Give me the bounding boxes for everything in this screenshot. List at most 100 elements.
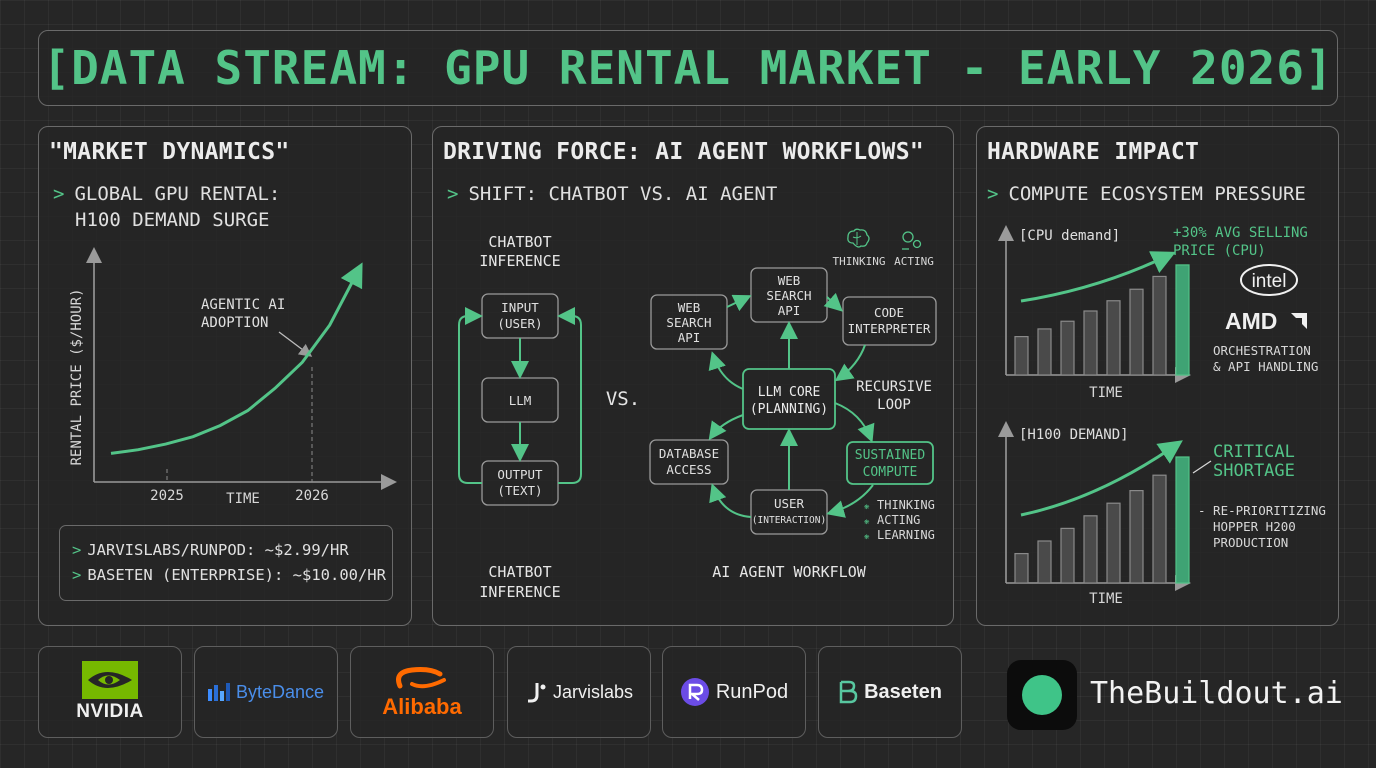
orchestration-1: ORCHESTRATION <box>1213 343 1311 358</box>
nvidia-logo-card: NVIDIA <box>38 646 182 738</box>
code-interpreter-node <box>842 296 937 346</box>
bytedance-icon <box>207 683 230 701</box>
chatbot-loop-right <box>557 307 582 484</box>
chevron-right-icon: > <box>53 183 65 205</box>
h100-bars-bar-5 <box>1129 490 1144 584</box>
web-search-left-node <box>650 294 728 350</box>
code-interpreter-label-2: INTERPRETER <box>848 321 931 336</box>
web-search-top-label-3: API <box>778 303 801 318</box>
arrow-core-to-left <box>708 351 744 390</box>
tick-2026: 2026 <box>295 488 329 504</box>
amd-arrow-icon <box>1291 313 1307 329</box>
vs-label: VS. <box>606 388 640 410</box>
svg-text:intel: intel <box>1252 271 1287 292</box>
workflow-diagram: CHATBOT INFERENCE INPUT (USER) LLM OUTPU… <box>458 228 937 601</box>
runpod-wordmark: RunPod <box>715 680 789 703</box>
baseten-logo-card: Baseten <box>818 646 962 738</box>
price-x-label: TIME <box>226 491 260 507</box>
h100-x-label: TIME <box>1089 591 1123 607</box>
nvidia-eye-icon <box>82 661 138 699</box>
cpu-bars-bar-3 <box>1083 310 1098 376</box>
alibaba-logo-card: Alibaba <box>350 646 494 738</box>
sustained-compute-node <box>846 441 934 485</box>
runpod-logo-card: RunPod <box>662 646 806 738</box>
llm-core-label-2: (PLANNING) <box>750 402 828 417</box>
cpu-bars-bar-6 <box>1152 275 1167 376</box>
driving-title: DRIVING FORCE: AI AGENT WORKFLOWS" <box>443 139 925 165</box>
code-interpreter-label-1: CODE <box>874 305 904 320</box>
h100-bars-bar-7 <box>1175 456 1190 584</box>
cpu-trend-arrow <box>1020 251 1176 303</box>
reprio-3: PRODUCTION <box>1213 535 1288 550</box>
chevron-right-icon: > <box>987 183 999 205</box>
recursive-loop-1: RECURSIVE <box>856 379 932 395</box>
cpu-chart-label: [CPU demand] <box>1019 228 1120 244</box>
cpu-bars-bar-7 <box>1175 264 1190 376</box>
states-list: ❋ THINKING ❋ ACTING ❋ LEARNING <box>864 498 935 542</box>
arrow-left-to-top <box>726 294 752 312</box>
cpu-bars-bar-2 <box>1060 320 1075 376</box>
h100-trend-arrow <box>1020 440 1183 517</box>
cpu-bars-bar-1 <box>1037 328 1052 376</box>
legend-acting: ACTING <box>894 255 934 268</box>
orchestration-2: & API HANDLING <box>1213 359 1318 374</box>
h100-bars-bar-2 <box>1060 527 1075 584</box>
bytedance-logo-card: ByteDance <box>194 646 338 738</box>
chatbot-llm-label: LLM <box>509 393 532 408</box>
market-subtitle-line2: H100 DEMAND SURGE <box>75 209 270 231</box>
annotation-line1: AGENTIC AI <box>201 297 285 313</box>
reprio-2: HOPPER H200 <box>1213 519 1296 534</box>
sustained-compute-label-1: SUSTAINED <box>855 448 926 463</box>
cpu-x-label: TIME <box>1089 385 1123 401</box>
cpu-note-1: +30% AVG SELLING <box>1173 225 1308 241</box>
driving-force-panel: DRIVING FORCE: AI AGENT WORKFLOWS" >SHIF… <box>432 126 954 626</box>
database-label-1: DATABASE <box>659 446 719 461</box>
cpu-note-2: PRICE (CPU) <box>1173 243 1266 259</box>
state-bullet-icon: ❋ <box>864 532 870 542</box>
chatbot-output-label-1: OUTPUT <box>497 467 543 482</box>
market-subtitle: >GLOBAL GPU RENTAL: H100 DEMAND SURGE <box>53 181 280 233</box>
legend-thinking: THINKING <box>833 255 886 268</box>
state-thinking: THINKING <box>877 498 935 512</box>
tick-2025: 2025 <box>150 488 184 504</box>
baseten-icon <box>839 680 858 704</box>
chatbot-title-1: CHATBOT <box>488 233 551 251</box>
header-banner: [DATA STREAM: GPU RENTAL MARKET - EARLY … <box>38 30 1338 106</box>
price-list-box: >JARVISLABS/RUNPOD: ~$2.99/HR >BASETEN (… <box>59 525 393 601</box>
page-title: [DATA STREAM: GPU RENTAL MARKET - EARLY … <box>42 41 1334 95</box>
h100-bars-bar-6 <box>1152 474 1167 584</box>
cpu-bars <box>1014 264 1190 376</box>
price-row-1: >BASETEN (ENTERPRISE): ~$10.00/HR <box>72 566 386 584</box>
state-learning: LEARNING <box>877 528 935 542</box>
database-node <box>649 439 729 485</box>
hardware-title: HARDWARE IMPACT <box>987 139 1200 165</box>
driving-subtitle: >SHIFT: CHATBOT VS. AI AGENT <box>447 183 778 205</box>
alibaba-smile-icon <box>396 667 446 689</box>
cpu-bars-bar-4 <box>1106 300 1121 376</box>
cpu-bars-bar-5 <box>1129 288 1144 376</box>
shortage-2: SHORTAGE <box>1213 461 1295 481</box>
arrow-top-to-code <box>823 292 843 312</box>
nvidia-wordmark: NVIDIA <box>76 701 144 722</box>
llm-core-label-1: LLM CORE <box>758 385 821 400</box>
price-row-0: >JARVISLABS/RUNPOD: ~$2.99/HR <box>72 541 349 559</box>
h100-bars <box>1014 456 1190 584</box>
h100-chart-label: [H100 DEMAND] <box>1019 427 1129 443</box>
bytedance-wordmark: ByteDance <box>235 681 325 702</box>
thebuildout-logo-icon <box>1007 660 1077 730</box>
recursive-loop-2: LOOP <box>877 397 911 413</box>
annotation-line2: ADOPTION <box>201 315 268 331</box>
annotation-pointer <box>278 331 313 357</box>
baseten-wordmark: Baseten <box>864 680 942 703</box>
arrow-user-to-db <box>709 483 752 518</box>
arrow-core-to-sustained <box>834 402 875 443</box>
hardware-impact-panel: HARDWARE IMPACT >COMPUTE ECOSYSTEM PRESS… <box>976 126 1339 626</box>
arrow-code-to-core <box>834 344 866 382</box>
web-search-top-label-2: SEARCH <box>766 288 811 303</box>
state-bullet-icon: ❋ <box>864 502 870 512</box>
arrow-sustained-to-user <box>826 484 874 518</box>
intel-logo: intel <box>1240 264 1298 296</box>
thebuildout-wordmark: TheBuildout.ai <box>1090 676 1343 711</box>
h100-bars-bar-1 <box>1037 540 1052 584</box>
hardware-subtitle: >COMPUTE ECOSYSTEM PRESSURE <box>987 183 1306 205</box>
